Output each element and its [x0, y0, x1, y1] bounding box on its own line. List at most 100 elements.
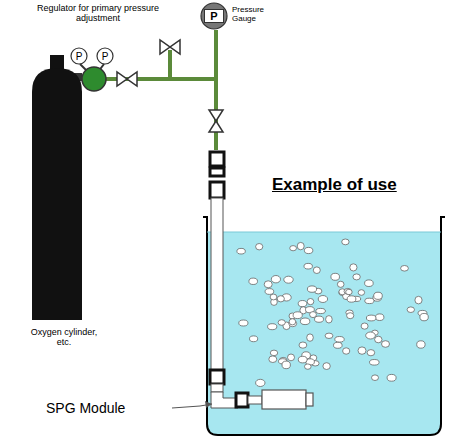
- bubble: [366, 315, 376, 321]
- label: Oxygen cylinder, etc.: [24, 328, 104, 348]
- bubble: [347, 313, 354, 319]
- bubble: [284, 276, 293, 283]
- spg-module: [262, 390, 306, 409]
- bubble: [334, 342, 343, 348]
- gauge-symbol: P: [102, 51, 109, 62]
- bubble: [382, 341, 390, 348]
- bubble: [375, 336, 382, 343]
- bubble: [282, 361, 290, 369]
- bubble: [239, 320, 248, 326]
- gauge-symbol: P: [204, 9, 223, 23]
- bubble: [374, 292, 383, 299]
- dial-circle: [71, 48, 87, 64]
- leader-arrow: [205, 401, 212, 408]
- elbow: [211, 392, 238, 408]
- bubble: [358, 290, 364, 296]
- gauge-heading: Pressure Gauge: [232, 6, 272, 24]
- valve: [160, 40, 180, 54]
- bubble: [370, 360, 380, 366]
- bubble: [307, 299, 314, 305]
- bubble: [256, 244, 263, 250]
- bubble: [270, 294, 277, 300]
- title: Example of use: [272, 176, 397, 195]
- bubble: [269, 356, 277, 363]
- dial-circle: [97, 48, 113, 64]
- gauge-dial: P: [70, 47, 88, 65]
- bubble: [326, 316, 333, 323]
- bubble: [337, 281, 344, 287]
- bubble: [318, 296, 327, 303]
- bubble: [268, 324, 277, 330]
- bubble: [264, 281, 272, 288]
- bubble: [335, 337, 344, 343]
- valve: [117, 72, 137, 86]
- gauge-symbol: P: [76, 51, 83, 62]
- water: [207, 232, 441, 435]
- bubble: [271, 276, 280, 283]
- bubble: [350, 264, 357, 271]
- bubble: [366, 332, 376, 339]
- bubble: [353, 274, 360, 280]
- bubble: [256, 379, 265, 386]
- bubble: [237, 248, 245, 254]
- gas-cylinder: [32, 68, 82, 320]
- bubble: [407, 307, 414, 313]
- tube: [248, 396, 262, 404]
- bubble: [278, 320, 285, 326]
- bubble: [367, 350, 375, 356]
- tube: [211, 384, 223, 392]
- gas-pipe: [104, 30, 218, 150]
- bubble: [290, 246, 297, 251]
- end-cap: [306, 393, 313, 406]
- bubble: [298, 356, 307, 363]
- bubble: [304, 263, 312, 269]
- bubble: [310, 312, 317, 318]
- pressure-gauge: PPressure Gauge: [200, 2, 228, 30]
- bubble: [307, 334, 314, 341]
- bubble: [250, 336, 258, 342]
- bubble: [277, 296, 284, 302]
- bubble: [387, 374, 396, 381]
- bubble: [372, 375, 379, 381]
- bubble: [344, 288, 352, 294]
- bubble: [323, 363, 330, 370]
- fitting: [210, 182, 224, 198]
- bubble: [298, 301, 307, 307]
- bubble: [365, 280, 374, 287]
- bubble: [361, 323, 368, 329]
- bubble: [415, 296, 422, 304]
- bubble: [288, 354, 295, 361]
- bubble: [316, 308, 326, 313]
- valve: [209, 110, 223, 132]
- bubble: [307, 286, 316, 292]
- bubble: [293, 312, 302, 319]
- fitting: [210, 168, 224, 176]
- gauge-dial: P: [96, 47, 114, 65]
- bubble: [347, 296, 356, 302]
- bubble: [297, 242, 304, 249]
- bubble: [342, 239, 349, 245]
- bubble: [331, 273, 340, 280]
- fitting: [210, 152, 224, 166]
- label: SPG Module: [46, 401, 176, 416]
- water-surface: [207, 232, 441, 233]
- bubble: [346, 289, 353, 294]
- label: Regulator for primary pressure adjustmen…: [28, 4, 168, 24]
- bubble: [420, 313, 428, 320]
- bubble: [304, 247, 312, 253]
- bubble: [417, 341, 425, 348]
- bubble: [299, 342, 307, 348]
- tube: [211, 198, 223, 370]
- fitting: [236, 393, 248, 407]
- bubble: [365, 298, 374, 303]
- bubble: [358, 347, 366, 354]
- bubble: [305, 364, 312, 369]
- beaker: [203, 217, 445, 435]
- bubble: [249, 278, 258, 284]
- bubble: [265, 289, 274, 295]
- regulator: [82, 67, 106, 91]
- bubble: [270, 350, 277, 356]
- bubbles: [237, 239, 428, 387]
- bubble: [343, 348, 350, 354]
